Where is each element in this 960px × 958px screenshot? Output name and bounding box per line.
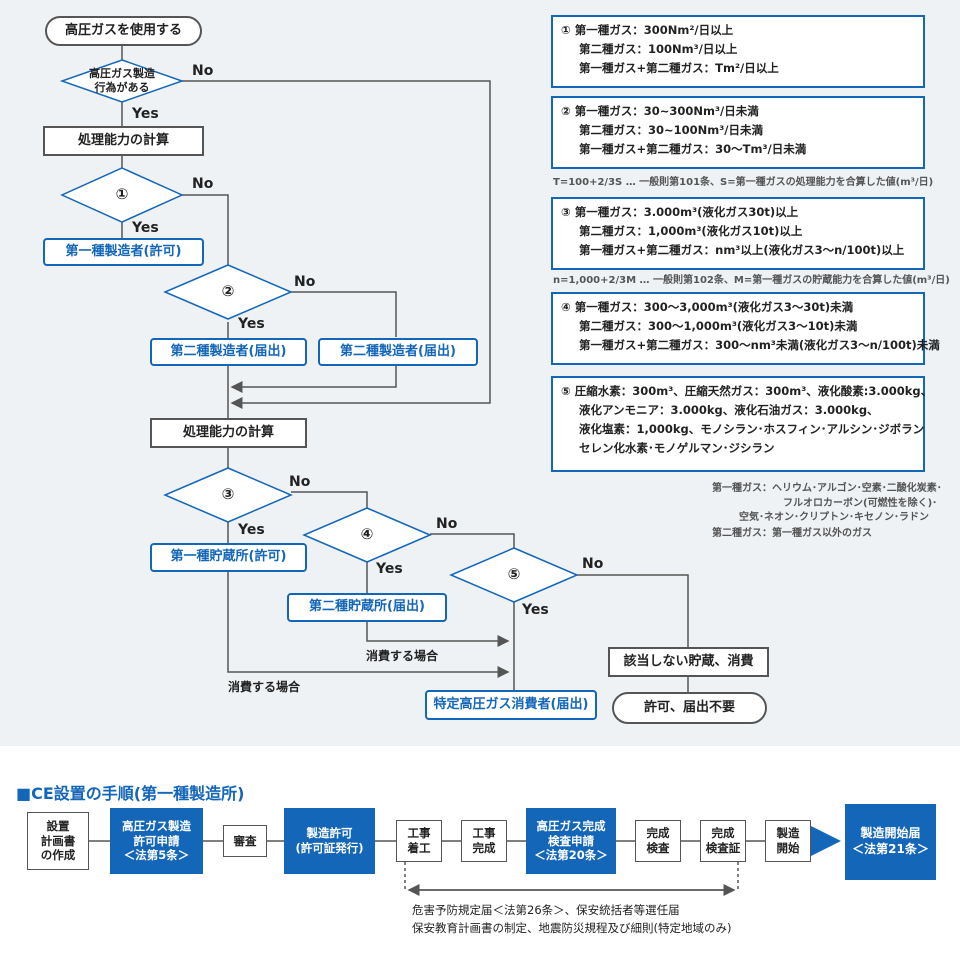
gas-note-4: 第二種ガス：第一種ガス以外のガス: [712, 528, 872, 539]
label-yes-d3: Yes: [238, 522, 265, 538]
label-yes-manufacture: Yes: [132, 106, 159, 122]
step-production-start: 製造 開始: [765, 820, 811, 862]
label-yes-d5: Yes: [522, 602, 549, 618]
label-no-d2: No: [294, 274, 316, 290]
criteria-4-line-2: 第二種ガス：300～1,000m³(液化ガス3～10t)未満: [579, 319, 858, 333]
step-permit-application: 高圧ガス製造 許可申請 ＜法第5条＞: [110, 808, 203, 874]
procedure-title: ■CE設置の手順(第一種製造所): [16, 784, 245, 803]
criteria-3-line-1: ③ 第一種ガス：3.000m³(液化ガス30t)以上: [561, 205, 799, 219]
result-second-class-storage: 第二種貯蔵所(届出): [287, 593, 447, 622]
criteria-5-line-4: セレン化水素･モノゲルマン･ジシラン: [579, 441, 775, 455]
decision-1-circle: ①: [115, 185, 129, 204]
label-no-d3: No: [289, 474, 311, 490]
capacity-calc-box-1: 処理能力の計算: [43, 126, 204, 156]
label-no-d4: No: [436, 516, 458, 532]
criteria-5-line-2: 液化アンモニア：3.000kg、液化石油ガス：3.000kg、: [579, 403, 879, 417]
start-terminal: 高圧ガスを使用する: [45, 16, 202, 46]
decision-5-circle: ⑤: [507, 565, 521, 584]
criteria-1-line-2: 第二種ガス：100Nm³/日以上: [579, 42, 738, 56]
step-plan: 設置 計画書 の作成: [27, 812, 89, 870]
capacity-calc-box-2: 処理能力の計算: [150, 418, 307, 448]
gas-note-3: 空気･ネオン･クリプトン･キセノン･ラドン: [739, 512, 929, 523]
result-second-class-manufacturer-yes: 第二種製造者(届出): [150, 338, 307, 366]
step-inspection-application: 高圧ガス完成 検査申請 ＜法第20条＞: [526, 808, 616, 874]
result-first-class-manufacturer: 第一種製造者(許可): [43, 238, 204, 266]
label-no-d5: No: [582, 556, 604, 572]
procedure-note-2: 保安教育計画書の制定、地震防災規程及び細則(特定地域のみ): [412, 921, 732, 935]
step-production-notice: 製造開始届 ＜法第21条＞: [845, 804, 936, 880]
step-review: 審査: [223, 825, 267, 857]
criteria-2-line-1: ② 第一種ガス：30~300Nm³/日未満: [561, 104, 759, 118]
label-no-d1: No: [192, 176, 214, 192]
gas-note-1: 第一種ガス：ヘリウム･アルゴン･空素･二酸化炭素･: [712, 483, 942, 494]
step-inspection: 完成 検査: [635, 820, 681, 862]
criteria-box-3: ③ 第一種ガス：3.000m³(液化ガス30t)以上 第二種ガス：1,000m³…: [551, 197, 925, 270]
criteria-3-line-3: 第一種ガス+第二種ガス：nm³以上(液化ガス3～n/100t)以上: [579, 243, 905, 257]
criteria-box-5: ⑤ 圧縮水素：300m³、圧縮天然ガス：300m³、液化酸素:3.000kg、 …: [551, 376, 933, 472]
step-inspection-certificate: 完成 検査証: [700, 820, 746, 862]
result-second-class-manufacturer-no: 第二種製造者(届出): [318, 338, 478, 366]
label-yes-d2: Yes: [238, 316, 265, 332]
criteria-5-line-3: 液化塩素：1,000kg、モノシラン･ホスフィン･アルシン･ジボラン: [579, 422, 925, 436]
formula-n: n=1,000+2/3M … 一般則第102条、M=第一種ガスの貯蔵能力を合算し…: [553, 275, 950, 286]
criteria-1-line-3: 第一種ガス+第二種ガス：Tm²/日以上: [579, 61, 779, 75]
step-construction-done: 工事 完成: [461, 820, 507, 862]
criteria-box-1: ① 第一種ガス：300Nm²/日以上 第二種ガス：100Nm³/日以上 第一種ガ…: [551, 15, 925, 88]
criteria-5-line-1: ⑤ 圧縮水素：300m³、圧縮天然ガス：300m³、液化酸素:3.000kg、: [561, 384, 933, 398]
label-consume-storage2: 消費する場合: [366, 649, 439, 663]
criteria-4-line-3: 第一種ガス+第二種ガス：300～nm³未満(液化ガス3～n/100t)未満: [579, 338, 940, 352]
criteria-box-4: ④ 第一種ガス：300～3,000m³(液化ガス3～30t)未満 第二種ガス：3…: [551, 292, 940, 365]
criteria-2-line-2: 第二種ガス：30~100Nm³/日未満: [579, 123, 763, 137]
label-no-manufacture: No: [192, 63, 214, 79]
label-yes-d4: Yes: [376, 561, 403, 577]
not-applicable-box: 該当しない貯蔵、消費: [608, 647, 769, 677]
criteria-2-line-3: 第一種ガス+第二種ガス：30～Tm³/日未満: [579, 142, 807, 156]
result-specific-consumer: 特定高圧ガス消費者(届出): [425, 690, 597, 720]
no-permit-terminal: 許可、届出不要: [612, 692, 767, 724]
decision-manufacture-text: 高圧ガス製造 行為がある: [89, 66, 155, 94]
decision-4-circle: ④: [360, 525, 374, 544]
formula-t: T=100+2/3S … 一般則第101条、S=第一種ガスの処理能力を合算した値…: [553, 177, 934, 188]
result-first-class-storage: 第一種貯蔵所(許可): [150, 543, 307, 572]
decision-3-circle: ③: [221, 485, 235, 504]
step-permit-issued: 製造許可 (許可証発行): [284, 808, 375, 874]
label-consume-storage1: 消費する場合: [228, 680, 301, 694]
criteria-box-2: ② 第一種ガス：30~300Nm³/日未満 第二種ガス：30~100Nm³/日未…: [551, 96, 925, 169]
criteria-4-line-1: ④ 第一種ガス：300～3,000m³(液化ガス3～30t)未満: [561, 300, 854, 314]
decision-2-circle: ②: [221, 282, 235, 301]
criteria-1-line-1: ① 第一種ガス：300Nm²/日以上: [561, 23, 734, 37]
label-yes-d1: Yes: [132, 220, 159, 236]
criteria-3-line-2: 第二種ガス：1,000m³(液化ガス10t)以上: [579, 224, 803, 238]
step-construction-start: 工事 着工: [396, 820, 442, 862]
gas-note-2: フルオロカーボン(可燃性を除く)･: [783, 498, 938, 509]
procedure-note-1: 危害予防規定届＜法第26条＞、保安統括者等選任届: [412, 903, 680, 917]
